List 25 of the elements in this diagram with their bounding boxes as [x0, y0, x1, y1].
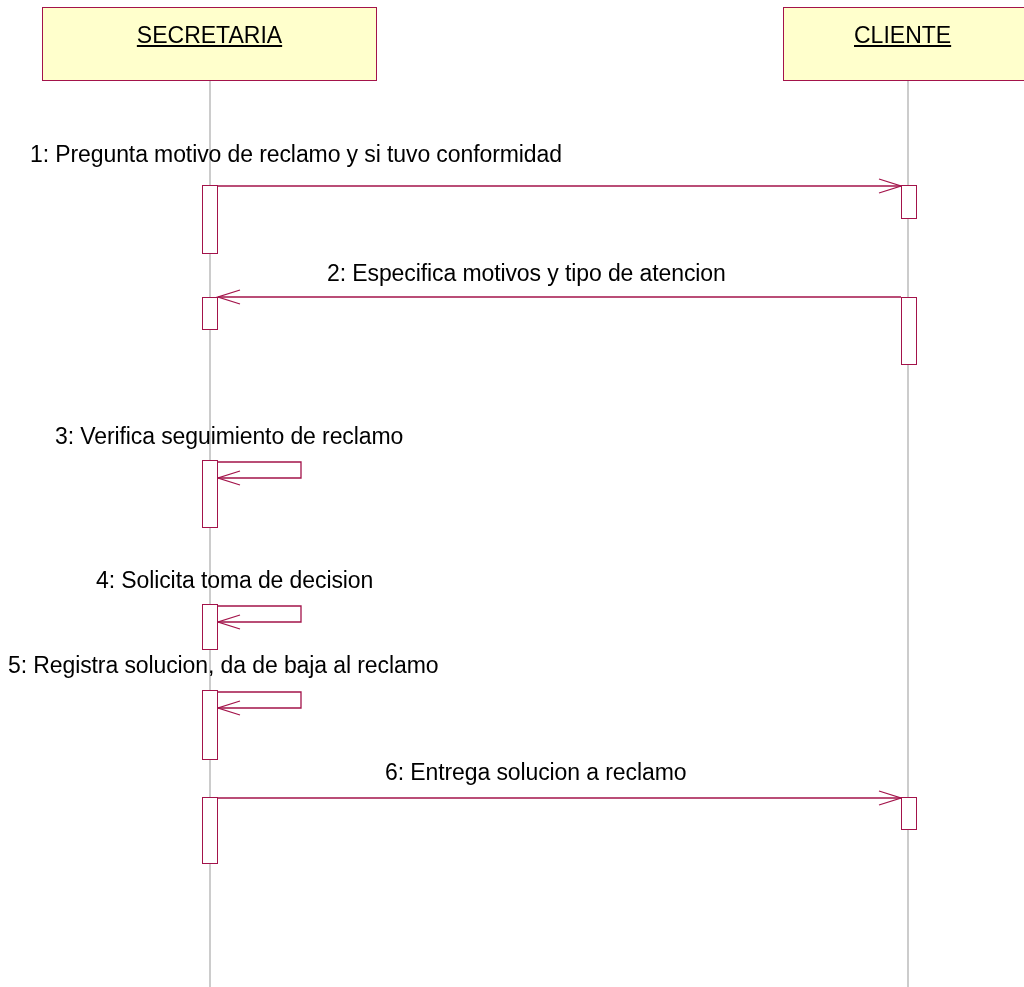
lifeline-title: CLIENTE: [854, 22, 952, 49]
message-label: 2: Especifica motivos y tipo de atencion: [327, 260, 726, 286]
lifeline-head-box: [783, 7, 1024, 81]
activation-bar: [202, 690, 218, 760]
activation-bar: [901, 185, 917, 219]
message-arrow: [217, 178, 902, 194]
activation-bar: [202, 604, 218, 650]
message-arrow: [217, 790, 902, 806]
lifeline-head-box: [42, 7, 377, 81]
activation-bar: [202, 185, 218, 254]
activation-bar: [901, 797, 917, 830]
message-arrow: [217, 289, 902, 305]
lifeline-title: SECRETARIA: [135, 22, 284, 49]
self-message-arrow: [217, 461, 302, 486]
message-label: 4: Solicita toma de decision: [96, 567, 374, 593]
activation-bar: [202, 460, 218, 528]
self-message-arrow: [217, 691, 302, 716]
message-label: 3: Verifica seguimiento de reclamo: [55, 423, 404, 449]
activation-bar: [901, 297, 917, 365]
message-label: 6: Entrega solucion a reclamo: [385, 759, 687, 785]
self-message-arrow: [217, 605, 302, 630]
message-label: 1: Pregunta motivo de reclamo y si tuvo conformidad: [30, 141, 562, 167]
activation-bar: [202, 297, 218, 330]
message-label: 5: Registra solucion, da de baja al reclamo: [8, 652, 439, 678]
activation-bar: [202, 797, 218, 864]
